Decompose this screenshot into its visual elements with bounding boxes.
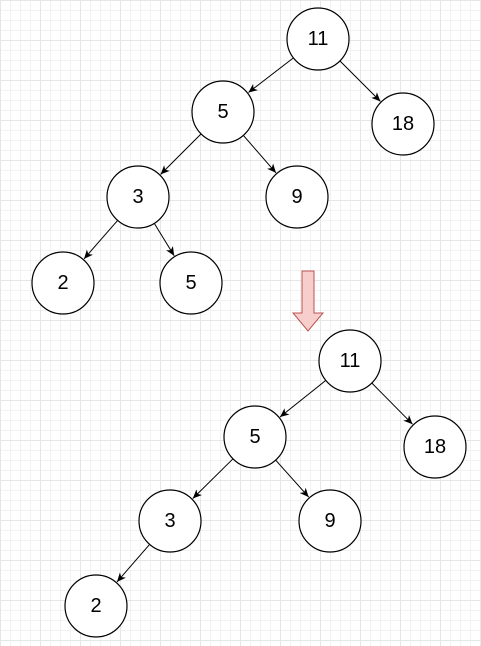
edge-a5-to-a3 xyxy=(160,133,202,175)
edge-b5-to-b9 xyxy=(275,459,310,498)
tree-node-a2: 2 xyxy=(31,251,95,315)
node-circle xyxy=(159,251,223,315)
tree-node-b3: 3 xyxy=(138,489,202,553)
node-circle xyxy=(371,92,435,156)
node-label: 3 xyxy=(164,510,175,532)
edge-a11-to-a18 xyxy=(339,60,381,102)
node-circle xyxy=(31,251,95,315)
tree-node-b5: 5 xyxy=(223,405,287,469)
edge-b5-to-b3 xyxy=(192,458,234,499)
node-circle xyxy=(106,165,170,229)
edge-a5-to-a9 xyxy=(243,135,277,174)
node-label: 2 xyxy=(57,272,68,294)
node-circle xyxy=(318,329,382,393)
tree-node-b11: 11 xyxy=(318,329,382,393)
node-label: 5 xyxy=(249,426,260,448)
edge-a3-to-a2 xyxy=(83,220,118,260)
node-label: 18 xyxy=(424,436,446,458)
node-circle xyxy=(223,405,287,469)
node-label: 11 xyxy=(308,28,329,50)
edge-b11-to-b5 xyxy=(279,380,327,418)
edge-a3-to-a5b xyxy=(153,223,175,257)
node-label: 2 xyxy=(90,595,101,617)
edge-b11-to-b18 xyxy=(371,382,413,425)
tree-node-b18: 18 xyxy=(403,415,467,479)
node-label: 11 xyxy=(340,350,361,372)
edges-layer xyxy=(83,57,413,583)
node-circle xyxy=(403,415,467,479)
tree-node-a9: 9 xyxy=(265,165,329,229)
tree-node-a5b: 5 xyxy=(159,251,223,315)
transition-arrow-layer xyxy=(291,270,325,332)
node-circle xyxy=(191,80,255,144)
node-circle xyxy=(265,165,329,229)
edge-a11-to-a5 xyxy=(248,57,294,93)
node-label: 5 xyxy=(217,101,228,123)
tree-node-a11: 11 xyxy=(286,7,350,71)
tree-node-a18: 18 xyxy=(371,92,435,156)
node-label: 18 xyxy=(392,113,414,135)
tree-node-a3: 3 xyxy=(106,165,170,229)
nodes-layer: 11 5 18 3 9 2 5 11 5 18 3 9 2 xyxy=(31,7,467,638)
node-circle xyxy=(64,574,128,638)
tree-node-b2: 2 xyxy=(64,574,128,638)
node-label: 9 xyxy=(324,510,335,532)
node-label: 9 xyxy=(291,186,302,208)
node-circle xyxy=(138,489,202,553)
edge-b3-to-b2 xyxy=(116,544,150,583)
node-label: 5 xyxy=(185,272,196,294)
tree-node-a5: 5 xyxy=(191,80,255,144)
node-circle xyxy=(286,7,350,71)
node-label: 3 xyxy=(132,186,143,208)
node-circle xyxy=(298,489,362,553)
tree-node-b9: 9 xyxy=(298,489,362,553)
down-arrow-icon xyxy=(291,270,325,332)
